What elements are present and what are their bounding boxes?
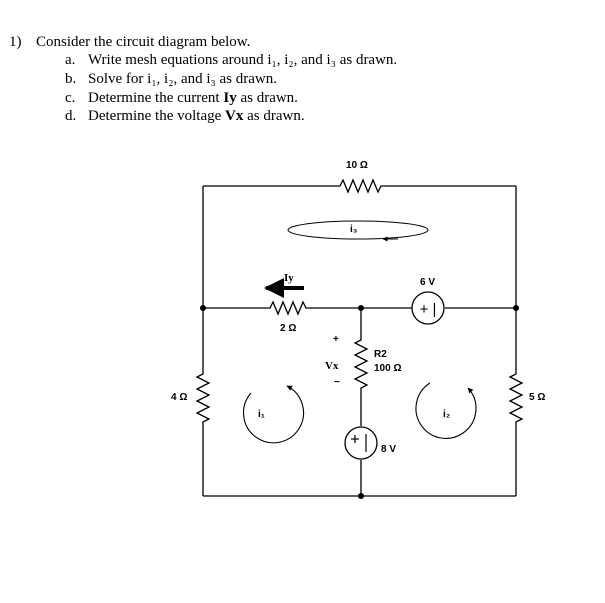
voltage-source-8v [344,426,378,460]
label-6v: 6 V [420,277,435,288]
item-d-letter: d. [65,108,77,124]
item-d-pre: Determine the voltage [88,108,226,124]
item-c-letter: c. [65,90,76,106]
label-10-ohm: 10 Ω [346,160,368,171]
junction-left-middle [200,305,206,311]
label-r2-value: 100 Ω [374,363,401,374]
junction-center-bottom [358,493,364,499]
voltage-source-6v-symbol: + | [420,301,437,318]
item-c-pre: Determine the current [88,90,224,106]
voltage-source-6v [411,291,445,325]
wire-left [195,186,211,496]
question-number: 1) [9,34,22,50]
question-intro: Consider the circuit diagram below. [36,34,251,50]
junction-center-middle [358,305,364,311]
label-i3: i₃ [350,224,358,235]
label-2-ohm: 2 Ω [280,323,296,334]
label-5-ohm: 5 Ω [529,392,545,403]
item-d-bold: Vx [225,108,244,124]
label-r2-name: R2 [374,349,387,360]
item-a-letter: a. [65,52,76,68]
item-c-post: as drawn. [236,90,298,106]
vx-minus: − [334,377,340,388]
item-a-text: Write mesh equations around i₁, i₂, and … [88,52,398,68]
junction-right-middle [513,305,519,311]
item-c-text: Determine the current Iy as drawn. [88,89,298,107]
wire-center [353,308,369,496]
label-i2: i₂ [443,409,450,420]
wire-top [203,178,516,194]
label-vx: Vx [325,360,339,372]
wire-middle [203,300,516,316]
item-d-post: as drawn. [243,108,305,124]
vx-plus: + [333,334,339,345]
label-i1: i₁ [258,409,265,420]
mesh-i3-loop [287,220,429,240]
wire-right [508,186,524,496]
item-c-bold: Iy [223,90,237,106]
item-d-text: Determine the voltage Vx as drawn. [88,107,305,125]
item-b-letter: b. [65,71,77,87]
label-iy: Iy [284,272,294,284]
mesh-i1-loop [242,385,305,444]
label-8v: 8 V [381,444,396,455]
mesh-i2-loop [415,382,477,439]
label-4-ohm: 4 Ω [171,392,187,403]
item-b-text: Solve for i₁, i₂, and i₃ as drawn. [88,71,277,87]
